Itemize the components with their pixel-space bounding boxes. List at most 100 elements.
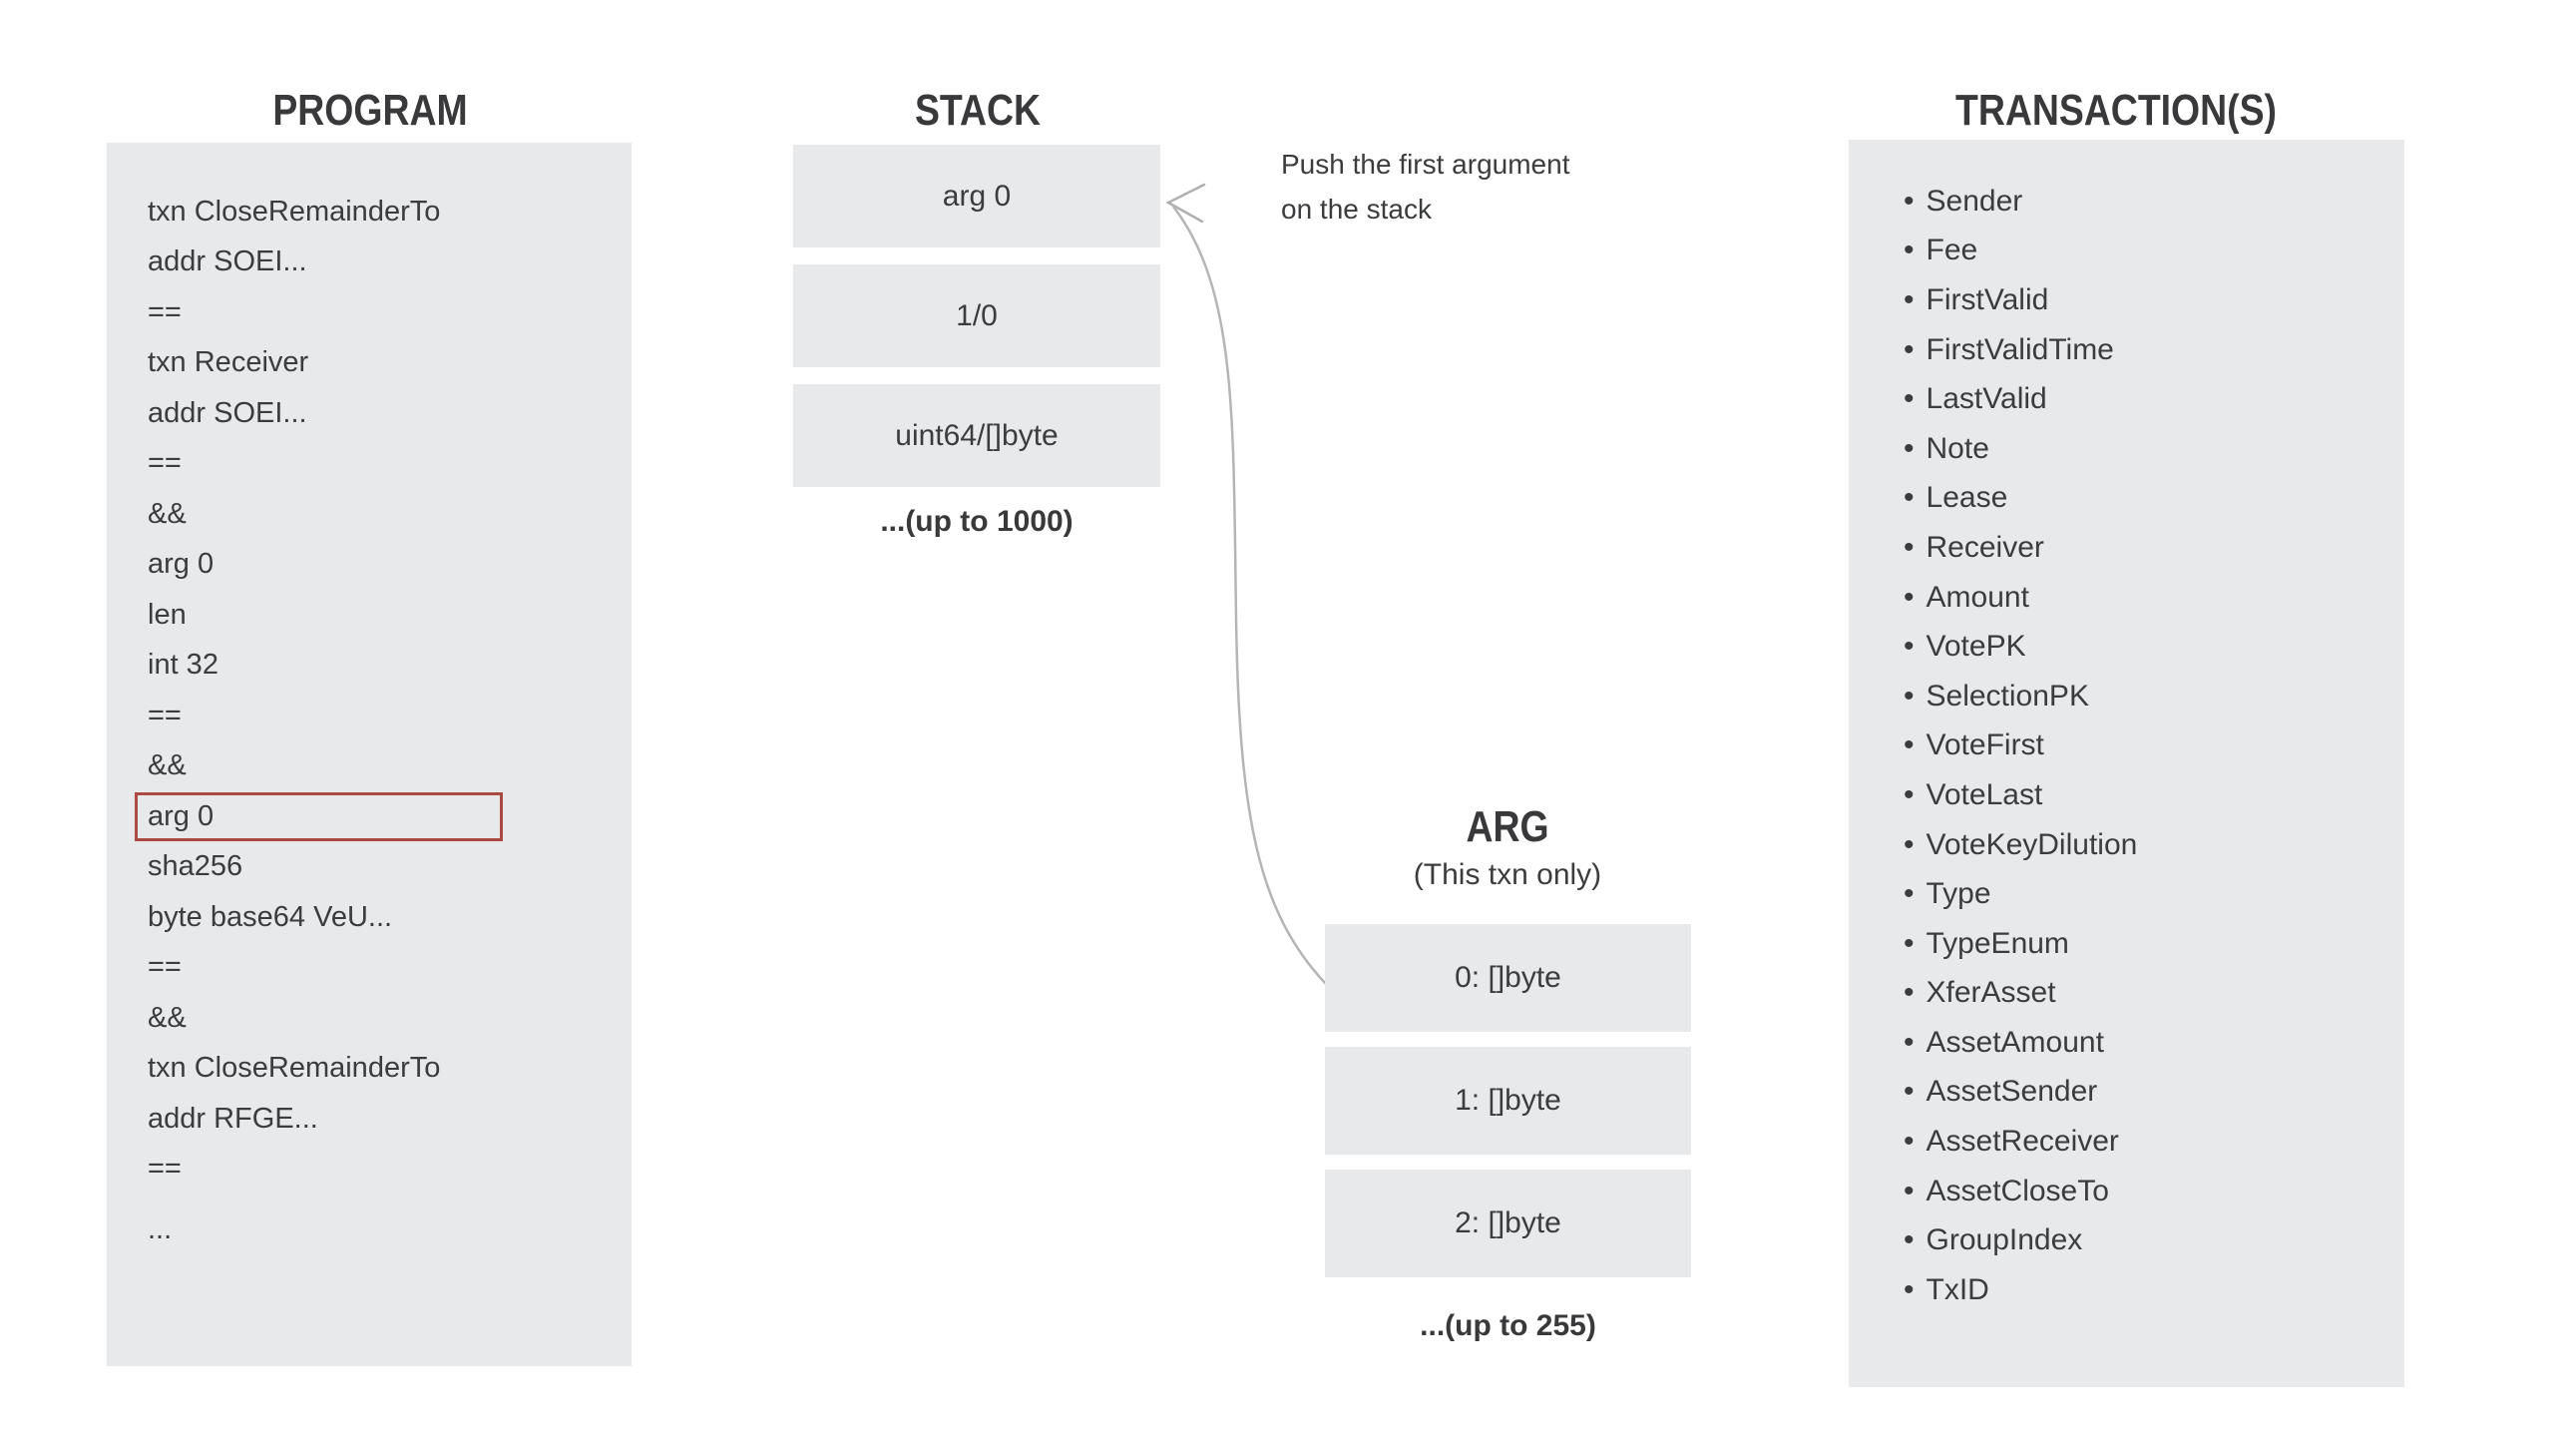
transaction-field: • TypeEnum xyxy=(1904,919,2137,969)
transactions-panel xyxy=(1849,140,2404,1387)
transaction-field-label: VotePK xyxy=(1926,630,2026,664)
transaction-field: • LastValid xyxy=(1904,374,2137,424)
program-instruction: == xyxy=(148,699,182,731)
program-line: ... xyxy=(148,1204,627,1255)
arg-subtitle: (This txn only) xyxy=(1413,858,1602,891)
program-line: arg 0 xyxy=(135,791,627,842)
program-line: == xyxy=(148,943,627,994)
program-line: && xyxy=(148,489,627,540)
push-annotation-line2: on the stack xyxy=(1281,194,1432,225)
program-instruction: arg 0 xyxy=(135,791,503,841)
transaction-field: • GroupIndex xyxy=(1904,1215,2137,1265)
transaction-field-label: AssetCloseTo xyxy=(1926,1174,2109,1207)
program-instruction: addr RFGE... xyxy=(148,1102,318,1135)
transaction-field: • AssetAmount xyxy=(1904,1018,2137,1068)
program-line: txn Receiver xyxy=(148,338,627,389)
bullet-icon: • xyxy=(1904,234,1915,267)
push-arrow-curve xyxy=(1172,206,1327,985)
program-instruction: arg 0 xyxy=(148,548,215,581)
transaction-field: • Lease xyxy=(1904,474,2137,524)
arg-box: 2: []byte xyxy=(1325,1170,1691,1277)
program-instruction: == xyxy=(148,1153,182,1186)
transaction-field: • Sender xyxy=(1904,177,2137,227)
bullet-icon: • xyxy=(1904,282,1915,316)
program-panel xyxy=(107,143,632,1366)
stack-box: arg 0 xyxy=(793,145,1160,247)
stack-title: STACK xyxy=(914,86,1042,135)
program-line: == xyxy=(148,691,627,741)
program-line: sha256 xyxy=(148,842,627,893)
program-instruction: int 32 xyxy=(148,649,218,682)
transaction-field-list: • Sender • Fee • FirstValid • FirstValid… xyxy=(1904,177,2137,1315)
program-line: addr SOEI... xyxy=(148,388,627,439)
program-instruction: len xyxy=(148,598,187,631)
arg-box: 1: []byte xyxy=(1325,1047,1691,1155)
program-line: && xyxy=(148,993,627,1044)
transaction-field-label: GroupIndex xyxy=(1926,1223,2083,1257)
transaction-field-label: Type xyxy=(1926,877,1991,911)
transactions-title: TRANSACTION(S) xyxy=(1954,86,2278,135)
transaction-field: • Amount xyxy=(1904,573,2137,623)
bullet-icon: • xyxy=(1904,1125,1915,1159)
transaction-field: • Type xyxy=(1904,869,2137,919)
program-instruction: && xyxy=(148,1001,187,1034)
bullet-icon: • xyxy=(1904,679,1915,713)
program-instruction: == xyxy=(148,447,182,480)
bullet-icon: • xyxy=(1904,630,1915,664)
program-line: arg 0 xyxy=(148,540,627,591)
transaction-field-label: LastValid xyxy=(1926,382,2047,416)
transaction-field-label: VoteFirst xyxy=(1926,728,2044,762)
transaction-field-label: FirstValidTime xyxy=(1926,332,2114,366)
program-line: addr SOEI... xyxy=(148,238,627,288)
program-line: == xyxy=(148,439,627,490)
bullet-icon: • xyxy=(1904,1223,1915,1257)
transaction-field: • VoteLast xyxy=(1904,770,2137,820)
program-instruction: addr SOEI... xyxy=(148,396,307,429)
stack-box-list: arg 0 1/0 uint64/[]byte xyxy=(793,145,1160,487)
transaction-field: • TxID xyxy=(1904,1265,2137,1315)
transaction-field-label: VoteLast xyxy=(1926,777,2043,811)
transaction-field: • Receiver xyxy=(1904,523,2137,573)
arrow-head-icon xyxy=(1165,183,1206,224)
transaction-field-label: Amount xyxy=(1926,580,2029,614)
transaction-field-label: Lease xyxy=(1926,481,2008,515)
arg-box: 0: []byte xyxy=(1325,924,1691,1032)
bullet-icon: • xyxy=(1904,580,1915,614)
transaction-field: • VoteFirst xyxy=(1904,721,2137,771)
program-instruction: sha256 xyxy=(148,850,243,883)
program-line: txn CloseRemainderTo xyxy=(148,1044,627,1095)
bullet-icon: • xyxy=(1904,1025,1915,1059)
bullet-icon: • xyxy=(1904,431,1915,465)
transaction-field: • Note xyxy=(1904,424,2137,474)
arg-more-label: ...(up to 255) xyxy=(1420,1309,1596,1342)
bullet-icon: • xyxy=(1904,827,1915,861)
stack-box: 1/0 xyxy=(793,264,1160,367)
transaction-field-label: Fee xyxy=(1926,234,1978,267)
transaction-field-label: TypeEnum xyxy=(1926,926,2069,960)
transaction-field-label: TxID xyxy=(1926,1272,1989,1306)
program-line: byte base64 VeU... xyxy=(148,892,627,943)
bullet-icon: • xyxy=(1904,926,1915,960)
program-instruction: txn CloseRemainderTo xyxy=(148,1052,441,1085)
program-line: && xyxy=(148,741,627,792)
push-annotation: Push the first argument on the stack xyxy=(1281,142,1569,232)
transaction-field-label: FirstValid xyxy=(1926,282,2049,316)
transaction-field: • VoteKeyDilution xyxy=(1904,820,2137,870)
program-title: PROGRAM xyxy=(272,86,468,135)
program-line: addr RFGE... xyxy=(148,1094,627,1145)
transaction-field: • AssetCloseTo xyxy=(1904,1167,2137,1216)
program-instruction: == xyxy=(148,951,182,984)
program-line: len xyxy=(148,590,627,641)
program-instruction: byte base64 VeU... xyxy=(148,900,393,933)
bullet-icon: • xyxy=(1904,976,1915,1010)
program-line: == xyxy=(148,287,627,338)
arg-box-list: 0: []byte 1: []byte 2: []byte xyxy=(1325,924,1691,1277)
bullet-icon: • xyxy=(1904,530,1915,564)
transaction-field-label: Note xyxy=(1926,431,1989,465)
push-annotation-line1: Push the first argument xyxy=(1281,149,1570,180)
transaction-field: • SelectionPK xyxy=(1904,672,2137,721)
transaction-field-label: SelectionPK xyxy=(1926,679,2089,713)
program-instruction: txn Receiver xyxy=(148,346,309,379)
transaction-field-label: AssetSender xyxy=(1926,1075,2098,1109)
